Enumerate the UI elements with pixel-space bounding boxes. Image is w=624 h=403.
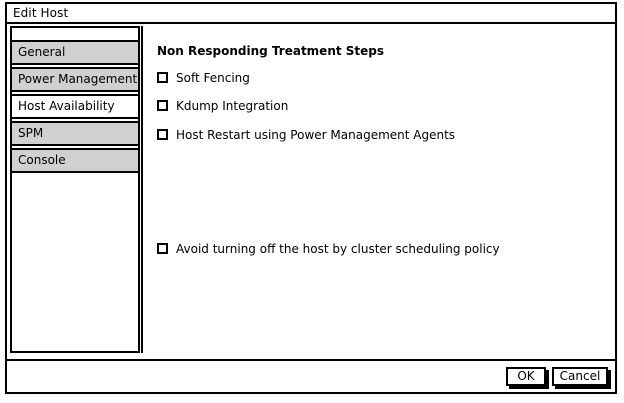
kdump-integration-checkbox[interactable] [157,100,168,111]
dialog-title: Edit Host [13,6,69,20]
ok-button[interactable]: OK [506,367,546,386]
kdump-integration-label: Kdump Integration [176,99,289,113]
host-restart-checkbox[interactable] [157,129,168,140]
sidebar-item-power-management[interactable]: Power Management [12,67,138,92]
cancel-button[interactable]: Cancel [552,367,608,386]
sidebar-item-spm[interactable]: SPM [12,121,138,146]
panel-heading: Non Responding Treatment Steps [157,44,385,58]
soft-fencing-label: Soft Fencing [176,71,250,85]
avoid-turning-off-host-checkbox[interactable] [157,243,168,254]
tab-sidebar: General Power Management Host Availabili… [10,26,140,353]
avoid-turning-off-host-label: Avoid turning off the host by cluster sc… [176,242,500,256]
sidebar-item-general[interactable]: General [12,40,138,65]
sidebar-item-host-availability[interactable]: Host Availability [12,94,138,119]
dialog-body: General Power Management Host Availabili… [7,24,615,357]
host-availability-panel: Non Responding Treatment Steps Soft Fenc… [141,26,612,353]
host-restart-label: Host Restart using Power Management Agen… [176,128,456,142]
sidebar-item-console[interactable]: Console [12,148,138,173]
dialog-footer: OK Cancel [7,359,615,392]
edit-host-dialog: Edit Host General Power Management Host … [5,2,617,394]
soft-fencing-checkbox[interactable] [157,72,168,83]
dialog-title-bar: Edit Host [7,4,615,24]
